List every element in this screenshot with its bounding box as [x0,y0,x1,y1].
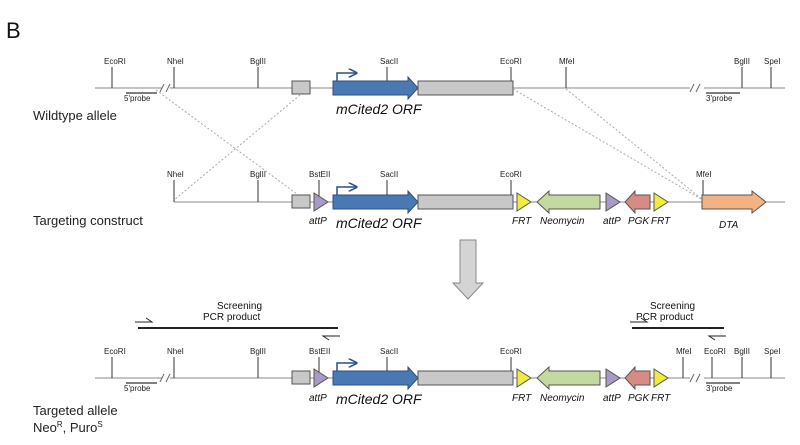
promoter-arrow [336,363,356,371]
neo-genotype: Neo [33,420,57,435]
attp-arrow [605,368,621,388]
recombination-arrow [451,239,485,300]
homology-lines [155,88,704,201]
probe-5prime: 5'probe [124,94,151,103]
probe-5prime: 5'probe [124,384,151,393]
site-bglii: BglII [250,170,266,179]
site-ecori: EcoRI [104,57,126,66]
frt-arrow [516,192,532,212]
orf-arrow [332,365,419,391]
site-mfei: MfeI [696,170,712,179]
allele-label: Wildtype allele [33,108,117,123]
site-ecori: EcoRI [500,170,522,179]
attp-label: attP [603,393,621,404]
site-mfei: MfeI [676,347,692,356]
site-sacii: SacII [380,347,398,356]
frt-arrow [653,368,669,388]
orf-label: mCited2 ORF [336,215,423,231]
pcr-product-right-label: PCR product [636,312,693,323]
pcr-product-left-label: Screening [217,301,262,312]
targeting-construct: NheI BglII BstEII SacII EcoRI MfeI attP … [33,170,785,231]
attp-arrow [605,192,621,212]
site-sacii: SacII [380,57,398,66]
probe-3prime: 3'probe [706,384,733,393]
puro-genotype: Puro [70,420,97,435]
attp-arrow [313,368,329,388]
site-bsteii: BstEII [309,170,330,179]
targeted-allele: Screening PCR product Screening PCR prod… [33,301,785,435]
pcr-product-left-label: PCR product [203,312,260,323]
promoter-arrow [336,187,356,195]
wildtype-allele: EcoRI NheI BglII SacII EcoRI MfeI BglII … [33,57,785,123]
utr-box [417,80,514,96]
dta-label: DTA [719,220,739,231]
utr-box [417,194,514,210]
site-ecori: EcoRI [500,57,522,66]
line-break-right [689,373,701,383]
site-nhei: NheI [167,57,184,66]
neomycin-arrow [536,189,601,215]
genotype-label: NeoR, PuroS [33,420,103,435]
site-nhei: NheI [167,170,184,179]
orf-arrow [332,75,419,101]
neomycin-arrow [536,365,601,391]
line-break-left [159,83,171,93]
promoter-arrow [336,73,356,81]
exon-box [291,194,311,209]
attp-label: attP [309,393,327,404]
puro-superscript: S [97,420,102,429]
attp-label: attP [309,216,327,227]
dta-arrow [701,189,767,215]
site-spei: SpeI [764,347,780,356]
utr-box [417,370,514,386]
site-bsteii: BstEII [309,347,330,356]
site-bglii: BglII [250,347,266,356]
genotype-separator: , [63,420,70,435]
frt-arrow [516,368,532,388]
construct-label: Targeting construct [33,213,143,228]
pcr-product-right-label: Screening [650,301,695,312]
frt-arrow [653,192,669,212]
site-mfei: MfeI [559,57,575,66]
exon-box [291,80,311,95]
site-ecori: EcoRI [704,347,726,356]
primer-forward-arrow [135,317,154,323]
attp-arrow [313,192,329,212]
pgk-label: PGK [628,393,650,404]
orf-arrow [332,189,419,215]
site-spei: SpeI [764,57,780,66]
site-nhei: NheI [167,347,184,356]
probe-3prime: 3'probe [706,94,733,103]
neo-superscript: R [57,420,63,429]
panel-label: B [6,18,21,43]
pgk-arrow [624,365,651,391]
site-sacii: SacII [380,170,398,179]
frt-label: FRT [512,393,532,404]
frt-label: FRT [651,393,671,404]
attp-label: attP [603,216,621,227]
line-break-left [159,373,171,383]
neomycin-label: Neomycin [540,393,585,404]
frt-label: FRT [512,216,532,227]
frt-label: FRT [651,216,671,227]
orf-label: mCited2 ORF [336,391,423,407]
primer-reverse-arrow [321,335,340,341]
pgk-arrow [624,189,651,215]
site-bglii: BglII [734,347,750,356]
pgk-label: PGK [628,216,650,227]
line-break-right [689,83,701,93]
site-bglii: BglII [250,57,266,66]
primer-forward-arrow [630,317,649,323]
site-bglii: BglII [734,57,750,66]
primer-reverse-arrow [707,335,726,341]
exon-box [291,370,311,385]
site-ecori: EcoRI [500,347,522,356]
site-ecori: EcoRI [104,347,126,356]
neomycin-label: Neomycin [540,216,585,227]
orf-label: mCited2 ORF [336,101,423,117]
targeted-allele-label: Targeted allele [33,403,118,418]
